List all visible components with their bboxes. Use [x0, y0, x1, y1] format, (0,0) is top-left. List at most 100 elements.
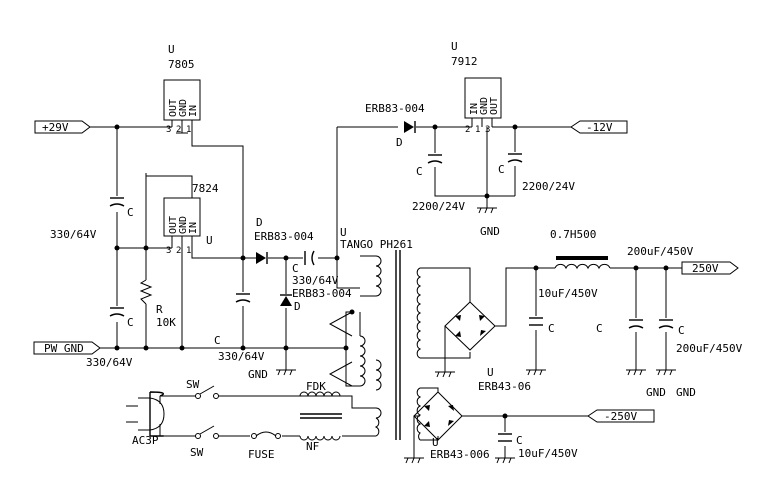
ground-symbol-7912: GND [477, 207, 500, 238]
capacitor-c1: C 330/64V [50, 197, 134, 241]
ground-symbol-c7 [526, 369, 546, 376]
regulator-7824-pin-in: IN [188, 222, 199, 234]
regulator-7824-ref: U [206, 234, 213, 247]
capacitor-c7-ref: C [548, 322, 555, 335]
diode-d1: D ERB83-004 [254, 216, 314, 264]
noise-filter-maker: FDK [306, 380, 326, 393]
regulator-7824-part: 7824 [192, 182, 219, 195]
net-label-minus12v: -12V [570, 120, 628, 134]
regulator-7824-pin2: 2 [176, 246, 181, 256]
bridge-rectifier-2: U ERB43-006 [413, 391, 490, 461]
regulator-7805-pin1: 1 [186, 125, 191, 135]
net-label-plus29v: +29V [34, 120, 91, 134]
capacitor-c4-ref: C [292, 262, 299, 275]
capacitor-c8: C 200uF/450V [596, 245, 694, 335]
fuse: FUSE [248, 431, 281, 461]
capacitor-c9-value: 200uF/450V [676, 342, 743, 355]
switch-sw2-label: SW [190, 446, 204, 459]
diode-d2: ERB83-004 D [280, 287, 352, 313]
regulator-7912-pin-out: OUT [489, 97, 500, 115]
capacitor-c6: C 2200/24V [498, 153, 575, 193]
transformer-tango-ph261: U TANGO PH261 [328, 226, 422, 441]
capacitor-c7: C 10uF/450V [529, 287, 598, 335]
choke-0-7h500: 0.7H500 [550, 228, 611, 270]
ground-label-c8: GND [646, 386, 666, 399]
diode-d1-value: ERB83-004 [254, 230, 314, 243]
capacitor-c9-ref: C [678, 324, 685, 337]
net-label-pw-gnd-text: PW_GND [44, 342, 84, 355]
regulator-7805-ref: U [168, 43, 175, 56]
switch-sw2: SW [190, 425, 219, 459]
net-label-minus250v-text: -250V [604, 410, 637, 423]
switch-sw1: SW [186, 378, 219, 399]
regulator-7912-ref: U [451, 40, 458, 53]
capacitor-c10-ref: C [516, 434, 523, 447]
junctions [114, 124, 669, 419]
diode-d1-ref: D [256, 216, 263, 229]
ground-symbol-c8: GND [626, 369, 666, 399]
capacitor-c1-value: 330/64V [50, 228, 97, 241]
choke-value: 0.7H500 [550, 228, 596, 241]
diode-d2-ref: D [294, 300, 301, 313]
capacitor-c3: C 330/64V [214, 293, 265, 363]
diode-d3-ref: D [396, 136, 403, 149]
capacitor-c4-value: 330/64V [292, 274, 339, 287]
fuse-label: FUSE [248, 448, 275, 461]
regulator-7805-pin-in: IN [188, 105, 199, 117]
capacitor-c7-value: 10uF/450V [538, 287, 598, 300]
ac-plug-ac3p: AC3P [126, 391, 165, 447]
capacitor-c9: C 200uF/450V [658, 319, 743, 355]
ground-symbol-c10 [495, 457, 515, 464]
capacitor-c10: C 10uF/450V [498, 433, 578, 460]
regulator-7912-pin2: 2 [465, 125, 470, 135]
regulator-7912-pin-in: IN [469, 103, 480, 115]
diode-d2-value: ERB83-004 [292, 287, 352, 300]
regulator-7805-pin-gnd: GND [178, 99, 189, 117]
capacitor-c2-ref: C [127, 316, 134, 329]
net-label-minus12v-text: -12V [586, 121, 613, 134]
resistor-r10k: R 10K [139, 279, 176, 329]
ground-label-lv: GND [248, 368, 268, 381]
bridge-rectifier-2-ref: U [432, 436, 439, 449]
capacitor-c4: C 330/64V [292, 250, 339, 287]
regulator-7805-pin-out: OUT [168, 99, 179, 117]
diode-d3: ERB83-004 D [365, 102, 425, 149]
capacitor-c5-ref: C [416, 165, 423, 178]
ac-plug-label: AC3P [132, 434, 159, 447]
resistor-r10k-value: 10K [156, 316, 176, 329]
ground-symbol-c9: GND [656, 369, 696, 399]
transformer-ref: U [340, 226, 347, 239]
net-label-250v-text: 250V [692, 262, 719, 275]
regulator-7805: U 7805 OUT GND IN 3 2 1 [163, 43, 201, 135]
regulator-7824-pin-gnd: GND [178, 216, 189, 234]
transformer-part: TANGO PH261 [340, 238, 413, 251]
capacitor-c6-ref: C [498, 163, 505, 176]
regulator-7912-part: 7912 [451, 55, 478, 68]
ground-symbol-bridge1 [435, 371, 455, 378]
capacitor-c3-ref: C [214, 334, 221, 347]
net-label-pw-gnd: PW_GND [33, 341, 101, 355]
noise-filter-fdk: FDK NF [299, 380, 342, 453]
capacitor-c2-value: 330/64V [86, 356, 133, 369]
bridge-rectifier-1-part: ERB43-06 [478, 380, 531, 393]
capacitor-c5-value: 2200/24V [412, 200, 465, 213]
ground-symbol-lv: GND [248, 348, 296, 381]
capacitor-c8-ref: C [596, 322, 603, 335]
regulator-7912-pin-gnd: GND [479, 97, 490, 115]
wiring [90, 118, 682, 458]
net-label-plus29v-text: +29V [42, 121, 69, 134]
capacitor-c5: C 2200/24V [412, 154, 465, 213]
regulator-7805-pin3: 3 [166, 125, 171, 135]
bridge-rectifier-1: U ERB43-06 [444, 301, 531, 393]
capacitor-c2: C 330/64V [86, 307, 134, 369]
regulator-7912: U 7912 IN GND OUT 2 1 3 [451, 40, 502, 135]
bridge-rectifier-1-ref: U [487, 366, 494, 379]
switch-sw1-label: SW [186, 378, 200, 391]
regulator-7824-pin3: 3 [166, 246, 171, 256]
net-label-minus250v: -250V [587, 409, 655, 423]
ground-symbol-bridge2 [404, 457, 424, 464]
capacitor-c10-value: 10uF/450V [518, 447, 578, 460]
capacitor-c8-value: 200uF/450V [627, 245, 694, 258]
regulator-7824-pin-out: OUT [168, 216, 179, 234]
